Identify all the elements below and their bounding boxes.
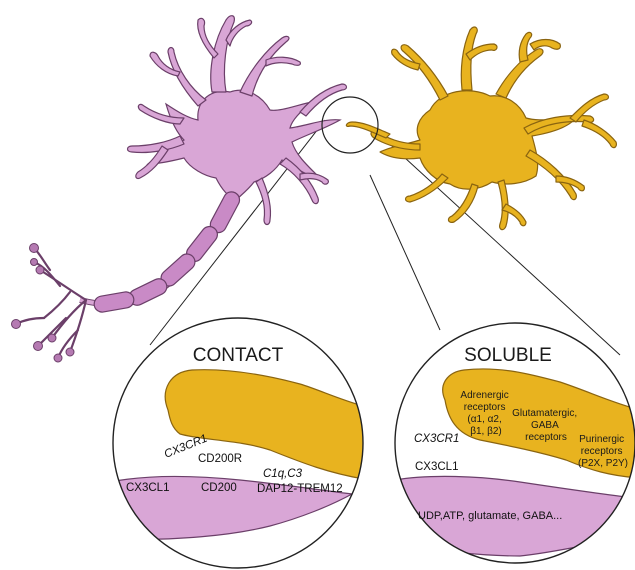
label-cx3cl1-soluble: CX3CL1 xyxy=(415,461,458,473)
label-cd200: CD200 xyxy=(201,482,237,494)
soluble-title: SOLUBLE xyxy=(464,345,552,366)
purinergic-label: Purinergic receptors (P2X, P2Y) xyxy=(578,434,628,469)
neuron-axon xyxy=(80,189,242,313)
label-cx3cr1-soluble: CX3CR1 xyxy=(414,433,459,445)
microglia-soma xyxy=(380,91,574,189)
released-molecules-label: UDP,ATP, glutamate, GABA... xyxy=(418,510,562,522)
label-cx3cl1-contact: CX3CL1 xyxy=(126,482,169,494)
label-cd200r: CD200R xyxy=(198,453,242,465)
neuron-cell xyxy=(12,16,347,362)
soluble-inset: SOLUBLE Adrenergic receptors (α1, α2, β1… xyxy=(395,323,635,563)
myelin-sheaths xyxy=(93,189,242,313)
contact-inset: CONTACT CX3CR1 CD200R C1q,C3 CX3CL1 CD20… xyxy=(110,318,370,568)
microglia-cell xyxy=(346,27,616,230)
label-dap12-trem12: DAP12-TREM12 xyxy=(257,483,343,495)
label-c1q-c3: C1q,C3 xyxy=(263,468,303,480)
contact-title: CONTACT xyxy=(193,345,284,366)
